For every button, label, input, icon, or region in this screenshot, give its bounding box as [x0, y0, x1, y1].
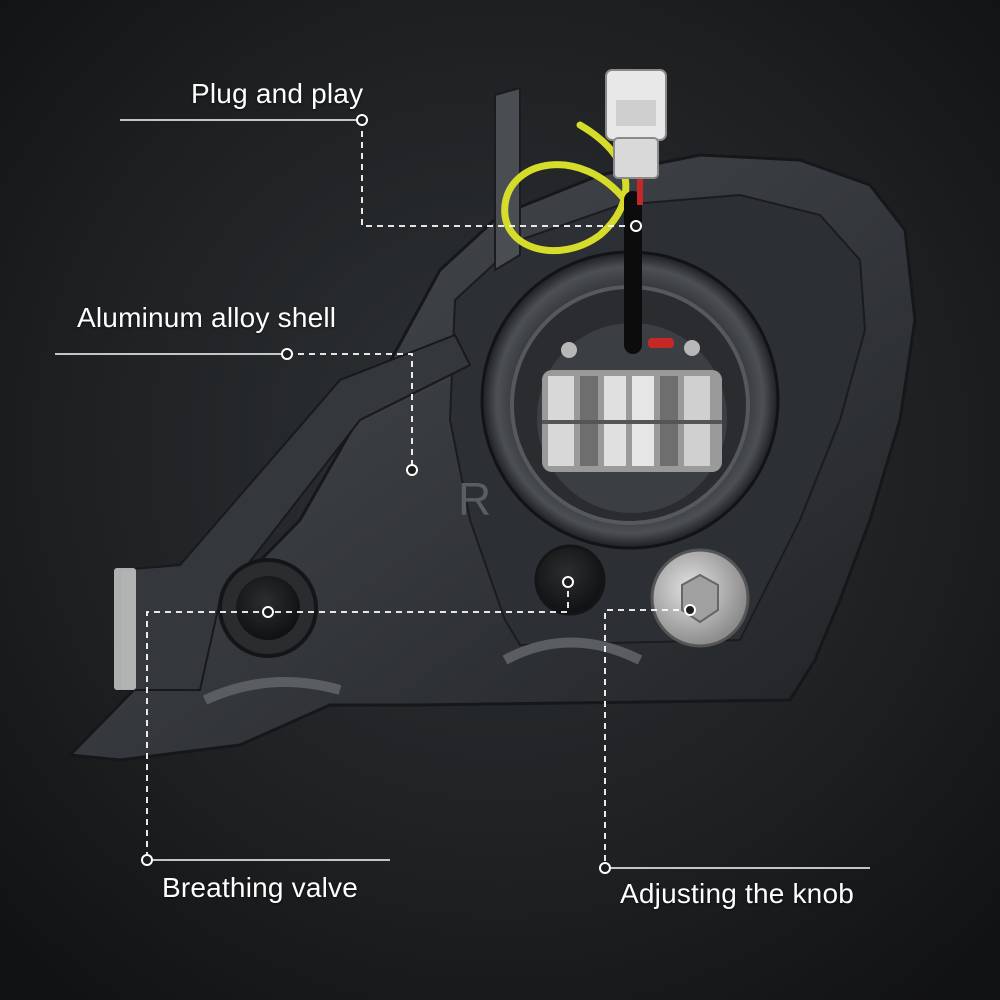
side-mark-r: R	[458, 473, 491, 525]
top-tab	[494, 86, 521, 272]
bottom-clip-left	[202, 677, 342, 705]
marker-knob-start	[599, 862, 611, 874]
marker-knob-end	[684, 604, 696, 616]
marker-plug-end	[630, 220, 642, 232]
callout-adjusting-the-knob: Adjusting the knob	[620, 878, 854, 909]
lens-screw-left	[561, 342, 577, 358]
leader-knob-dashed	[604, 609, 690, 866]
mounting-tab	[114, 568, 136, 690]
lens-grill	[542, 370, 722, 472]
marker-valve-mid	[262, 606, 274, 618]
mounting-bracket	[119, 333, 472, 691]
bottom-clip-center	[502, 637, 643, 665]
marker-plug-start	[356, 114, 368, 126]
callout-plug-and-play: Plug and play	[191, 78, 364, 109]
lens-screw-right	[684, 340, 700, 356]
leader-valve-dashed	[146, 582, 569, 858]
callout-aluminum-alloy-shell: Aluminum alloy shell	[77, 302, 337, 333]
adjusting-knob	[650, 548, 750, 648]
marker-shell-end	[406, 464, 418, 476]
marker-valve-end	[562, 576, 574, 588]
marker-valve-start	[141, 854, 153, 866]
marker-shell-start	[281, 348, 293, 360]
callout-breathing-valve: Breathing valve	[162, 872, 359, 903]
white-connector	[605, 69, 667, 179]
yellow-wire	[501, 121, 630, 254]
leader-shell-dashed	[287, 353, 413, 470]
red-contact	[648, 338, 674, 348]
leader-plug-dashed	[361, 120, 636, 227]
leader-markers	[141, 114, 696, 874]
leader-lines	[55, 119, 870, 869]
